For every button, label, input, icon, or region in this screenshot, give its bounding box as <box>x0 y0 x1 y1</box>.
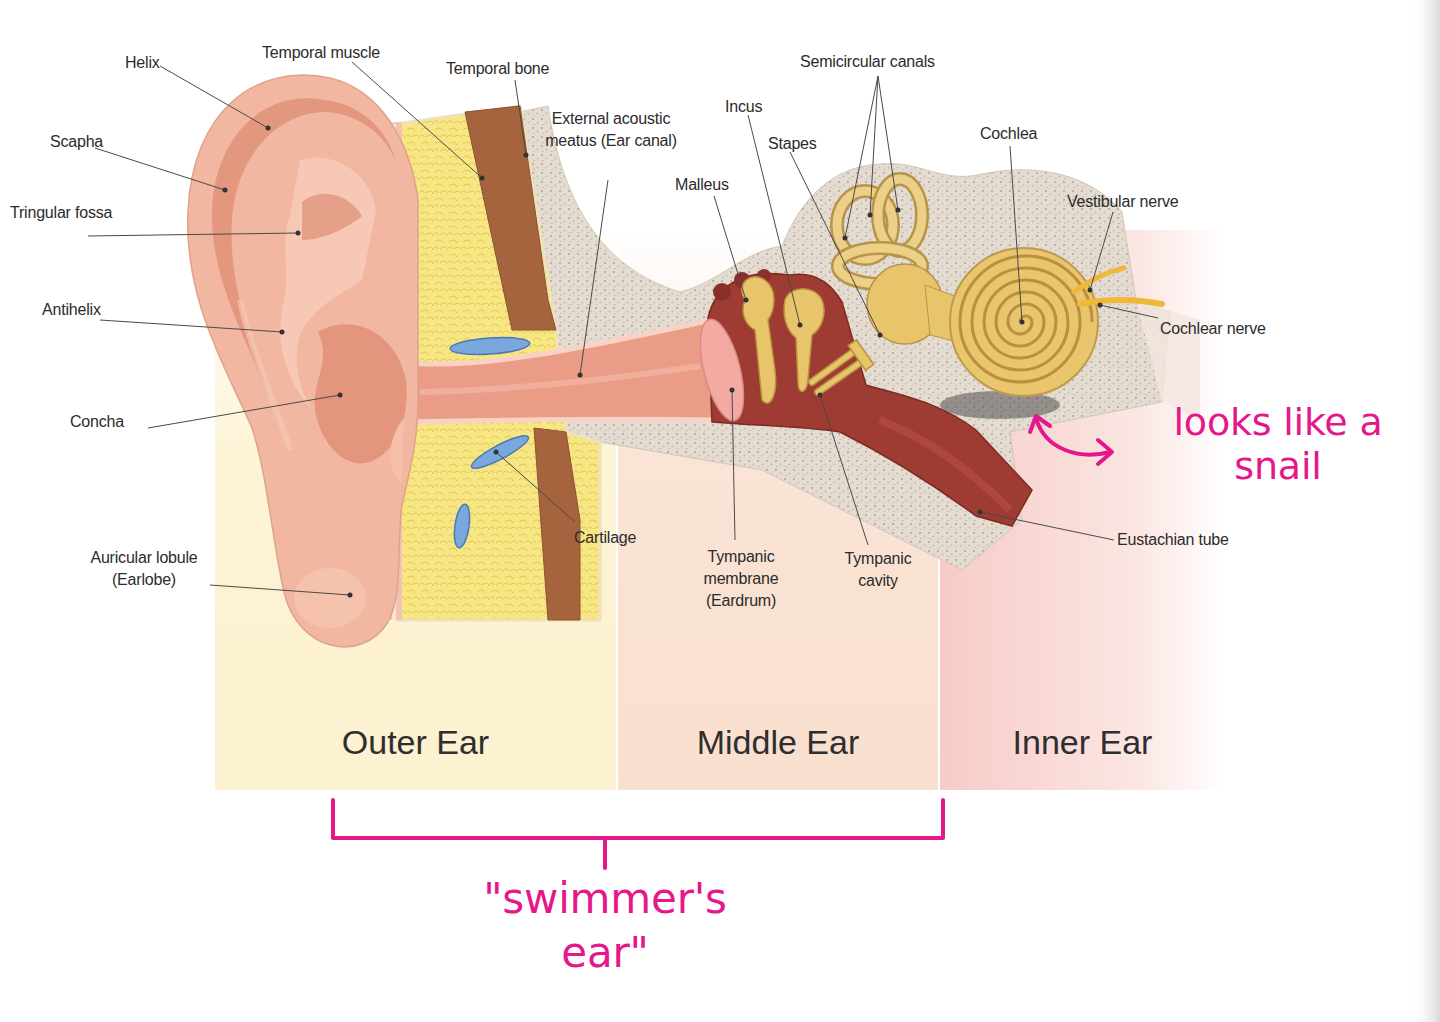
middle-ear-cavity <box>713 283 731 301</box>
part-label: Eustachian tube <box>1117 529 1229 551</box>
leader-line <box>1010 146 1022 322</box>
part-label: Tringular fossa <box>10 202 112 224</box>
leader-dot <box>1098 303 1103 308</box>
part-label: External acoustic meatus (Ear canal) <box>540 108 682 152</box>
leader-line <box>1090 212 1113 290</box>
semicircular-canals <box>878 179 922 251</box>
leader-line <box>1100 305 1158 318</box>
leader-dot <box>280 330 285 335</box>
ossicles <box>742 277 874 403</box>
leader-line <box>88 233 298 236</box>
leader-dot <box>266 126 271 131</box>
handwritten-note: "swimmer's ear" <box>440 872 770 980</box>
part-label: Incus <box>725 96 762 118</box>
semicircular-canals <box>878 179 922 251</box>
part-label: Vestibular nerve <box>1067 191 1179 213</box>
cartilage-tissue <box>465 106 556 330</box>
leader-line <box>870 76 878 215</box>
region-label: Outer Ear <box>342 723 489 762</box>
region-label: Inner Ear <box>1013 723 1153 762</box>
cochlea <box>940 391 1060 419</box>
eardrum <box>692 315 752 425</box>
part-label: Semicircular canals <box>800 51 935 73</box>
ear-canal <box>400 419 712 422</box>
cochlea <box>960 256 1092 382</box>
cartilage-tissue <box>450 335 531 357</box>
part-label: Temporal bone <box>446 58 549 80</box>
leader-line <box>878 76 898 210</box>
ossicles <box>848 340 873 370</box>
part-label: Cartilage <box>574 527 636 549</box>
page-edge-shadow <box>1410 0 1440 1022</box>
part-label: Concha <box>70 411 124 433</box>
leader-dot <box>578 373 583 378</box>
ear-canal <box>392 318 714 424</box>
handwritten-note: looks like a snail <box>1128 400 1428 488</box>
leader-line <box>580 180 608 375</box>
leader-line <box>790 152 880 335</box>
annotation-bracket <box>333 800 943 838</box>
part-label: Cochlea <box>980 123 1037 145</box>
part-label: Temporal muscle <box>262 42 380 64</box>
leader-dot <box>896 208 901 213</box>
leader-dot <box>978 510 983 515</box>
eardrum <box>692 315 752 425</box>
part-label: Tympanic membrane (Eardrum) <box>682 546 800 612</box>
ear-canal <box>392 318 714 424</box>
leader-dot <box>730 388 735 393</box>
pinna <box>302 194 362 240</box>
leader-dot <box>744 298 749 303</box>
leader-dot <box>223 188 228 193</box>
leader-dot <box>480 176 485 181</box>
leader-dot <box>494 450 499 455</box>
ossicles <box>742 277 776 403</box>
leader-dot <box>1088 288 1093 293</box>
leader-dot <box>524 153 529 158</box>
pinna <box>294 568 366 628</box>
leader-line <box>100 320 282 332</box>
leader-dot <box>818 393 823 398</box>
part-label: Tympanic cavity <box>828 548 928 592</box>
nerves <box>1074 268 1124 292</box>
middle-ear-cavity <box>880 420 1010 510</box>
cartilage-tissue <box>468 431 531 473</box>
ear-canal <box>420 366 700 392</box>
cochlea <box>950 248 1098 396</box>
leader-dot <box>868 213 873 218</box>
part-label: Stapes <box>768 133 817 155</box>
leader-dot <box>348 593 353 598</box>
leader-line <box>515 80 526 155</box>
leader-dot <box>338 393 343 398</box>
ear-canal <box>400 320 712 364</box>
annotation-bracket <box>603 838 607 868</box>
cartilage-tissue <box>534 428 580 620</box>
leader-line <box>845 76 878 238</box>
part-label: Malleus <box>675 174 729 196</box>
part-label: Auricular lobule (Earlobe) <box>68 547 220 591</box>
part-label: Scapha <box>50 131 103 153</box>
part-label: Cochlear nerve <box>1160 318 1266 340</box>
leader-dot <box>798 323 803 328</box>
leader-dot <box>843 236 848 241</box>
cartilage-tissue <box>452 503 472 549</box>
leader-line <box>160 66 268 128</box>
leader-dot <box>878 333 883 338</box>
nerves <box>1080 300 1162 304</box>
leader-line <box>496 452 575 522</box>
leader-dot <box>296 231 301 236</box>
leader-line <box>352 62 482 178</box>
leader-dot <box>1020 320 1025 325</box>
leader-line <box>95 148 225 190</box>
annotation-bracket <box>333 800 943 868</box>
pinna <box>390 418 404 484</box>
region-label: Middle Ear <box>697 723 860 762</box>
part-label: Helix <box>125 52 160 74</box>
part-label: Antihelix <box>42 299 101 321</box>
